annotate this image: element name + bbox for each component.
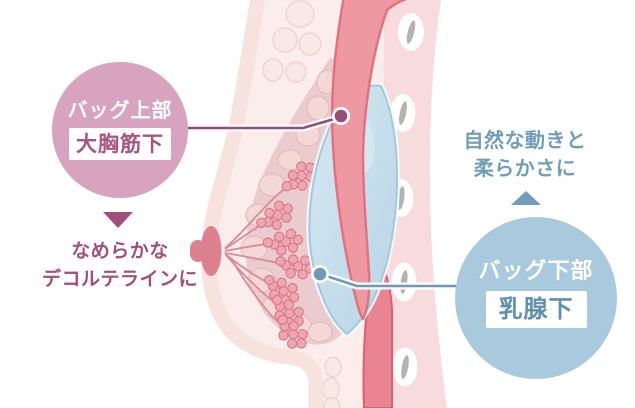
up-triangle-icon xyxy=(511,191,541,205)
upper-bag-title: バッグ上部 xyxy=(67,99,173,122)
nipple-shape xyxy=(190,226,222,276)
lower-connector-line xyxy=(311,265,458,290)
lower-caption: 自然な動きと 柔らかさに xyxy=(425,127,625,183)
lower-caption-line1: 自然な動きと xyxy=(463,130,587,152)
upper-caption-line1: なめらかな xyxy=(71,241,169,262)
upper-bag-sublabel-box: 大胸筋下 xyxy=(69,127,171,160)
lower-bag-circle: バッグ下部 乳腺下 xyxy=(455,217,617,379)
fat-lobule-band xyxy=(262,0,342,408)
pectoralis-muscle-shape xyxy=(330,0,407,321)
down-triangle-icon xyxy=(103,212,133,228)
rib-marrow xyxy=(401,355,409,379)
upper-caption-line2: デコルテラインに xyxy=(41,269,198,290)
lower-bag-sublabel-box: 乳腺下 xyxy=(485,291,587,328)
upper-caption: なめらかな デコルテラインに xyxy=(10,238,230,294)
upper-connector-line xyxy=(186,107,350,132)
rib-marrow xyxy=(398,101,408,125)
rib-marrow xyxy=(406,20,416,44)
upper-bag-circle: バッグ上部 大胸筋下 xyxy=(52,62,188,198)
lower-bag-title: バッグ下部 xyxy=(478,258,594,283)
lower-caption-line2: 柔らかさに xyxy=(473,158,577,180)
